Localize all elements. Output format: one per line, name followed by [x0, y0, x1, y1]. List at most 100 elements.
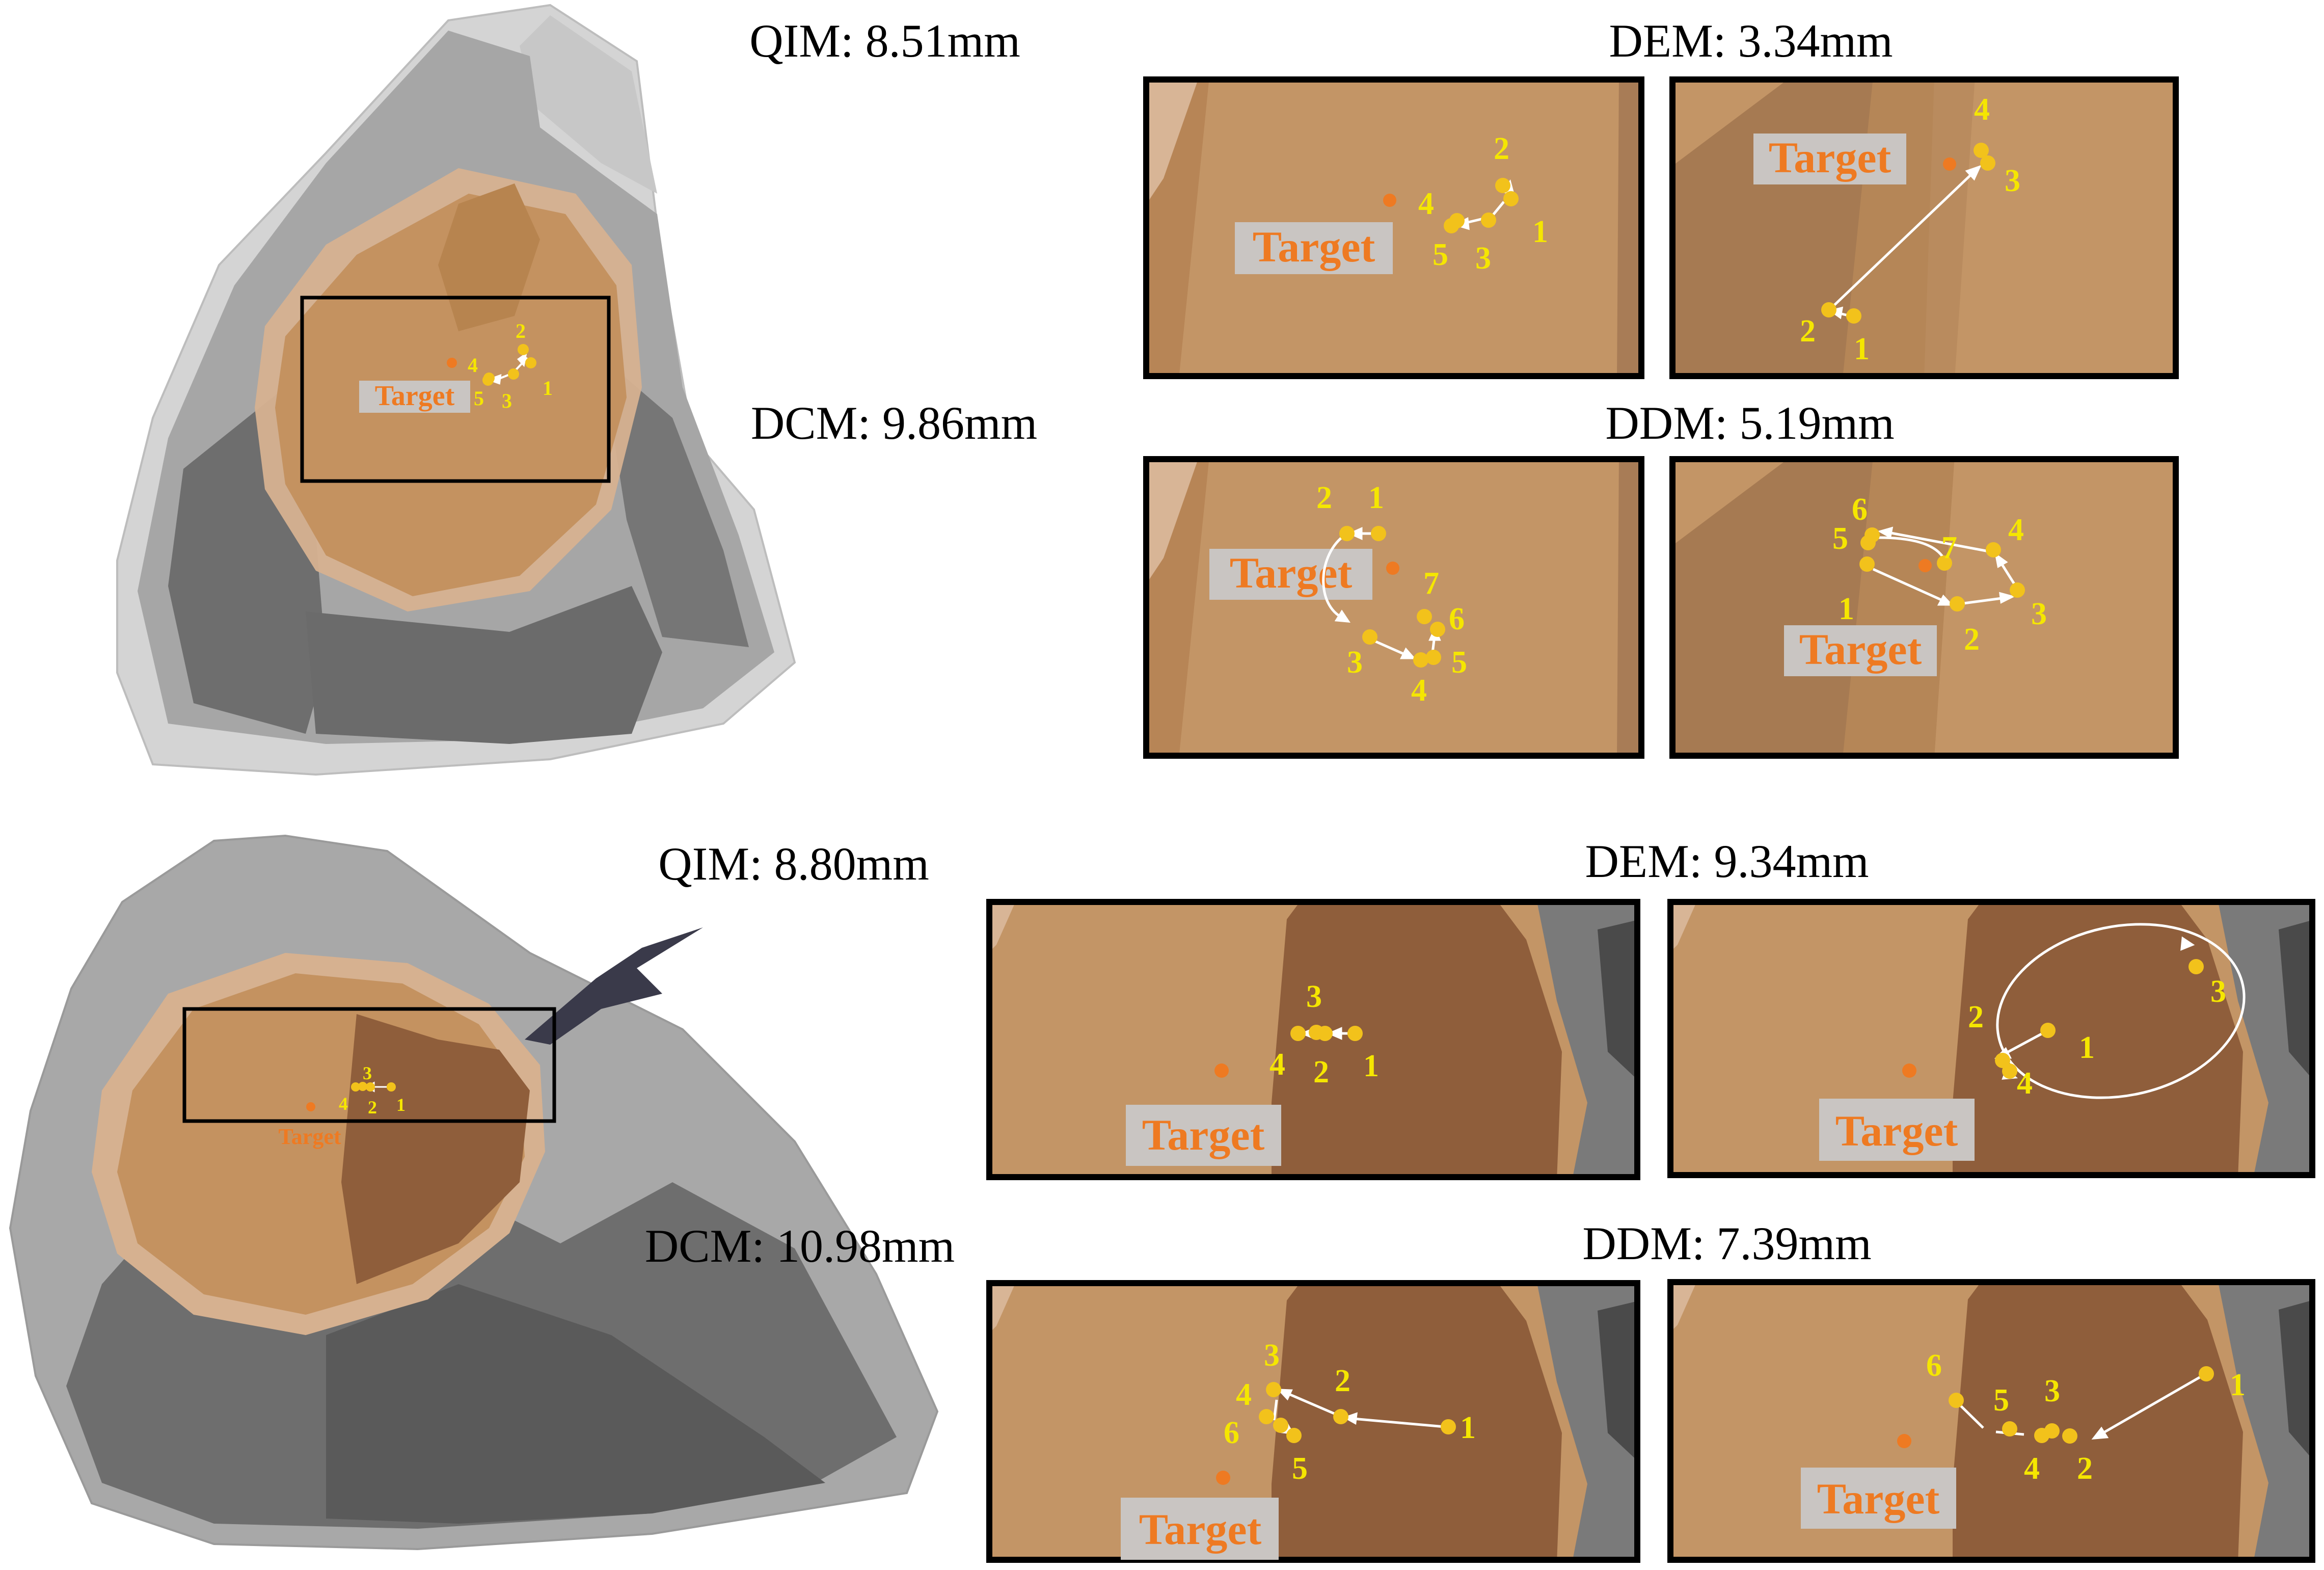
point-number: 4 [2017, 1066, 2033, 1101]
caption-bottom-ddm: DDM: 7.39mm [1582, 1217, 1872, 1269]
point-number: 4 [468, 354, 478, 377]
point-numbers: 1 2 3 4 [1968, 974, 2226, 1101]
point-number: 3 [1264, 1338, 1280, 1373]
point-numbers: 1 2 3 4 [1800, 92, 2020, 366]
point-1 [2040, 1023, 2056, 1038]
point-number: 4 [2008, 513, 2024, 547]
point-number: 3 [2005, 164, 2020, 198]
panel-bottom-qim: Target 1 2 3 4 [986, 899, 1640, 1180]
point-number: 1 [2230, 1368, 2246, 1402]
trajectory-loop [1996, 923, 2246, 1099]
trajectory-points [1949, 1366, 2214, 1444]
caption-top-dem: DEM: 3.34mm [1609, 15, 1893, 67]
point-number: 4 [1236, 1377, 1252, 1412]
trajectory-arrows [1994, 923, 2246, 1099]
tissue-right [1934, 76, 2179, 379]
shell-dark-right [601, 357, 749, 647]
point-5 [2002, 1421, 2017, 1436]
target-label-box [1753, 134, 1906, 184]
caption-bottom-dem: DEM: 9.34mm [1585, 835, 1869, 887]
shell-darker [326, 1284, 825, 1524]
point-number: 1 [1460, 1411, 1476, 1445]
point-number: 2 [1964, 622, 1980, 657]
target-label-box [1126, 1105, 1281, 1166]
target-label-box [1235, 222, 1393, 274]
trajectory-points [1259, 1382, 1456, 1443]
point-5 [1286, 1428, 1302, 1443]
trajectory-points [1290, 1025, 1363, 1041]
tissue-dark [1953, 1279, 2243, 1563]
point-number: 1 [1532, 215, 1548, 249]
target-label: Target [1230, 548, 1353, 597]
panel-top-dem: Target 1 2 3 4 [1669, 76, 2179, 379]
target-label: Target [278, 1124, 341, 1149]
tissue-shade [1924, 76, 1975, 379]
point-number: 3 [2031, 597, 2047, 631]
point-5 [482, 375, 494, 386]
point-numbers: 1 2 3 4 5 6 [1224, 1338, 1476, 1486]
caption-bottom-dcm: DCM: 10.98mm [644, 1220, 955, 1272]
point-number: 5 [1832, 521, 1848, 556]
point-number: 1 [1839, 592, 1854, 626]
point-number: 1 [1363, 1049, 1379, 1083]
point-4 [1413, 652, 1428, 668]
point-numbers: 1 2 3 4 [1269, 979, 1379, 1089]
tissue-pale [1667, 1279, 1698, 1335]
point-number: 4 [2024, 1451, 2040, 1486]
shell-dark [1598, 919, 1640, 1082]
trajectory-arrows [1827, 165, 1982, 320]
point-2 [1821, 302, 1836, 317]
shell-light-top [520, 15, 657, 194]
shell-dark [2279, 919, 2315, 1082]
target-dot [1383, 194, 1396, 207]
point-numbers: 1 2 3 4 5 6 [1926, 1348, 2246, 1486]
panel-frame [1669, 456, 2179, 759]
point-4 [2002, 1063, 2017, 1079]
point-1 [525, 357, 536, 368]
point-number: 5 [474, 387, 484, 410]
point-number: 4 [1411, 673, 1427, 708]
target-label-box [1784, 625, 1937, 676]
point-number: 1 [1854, 332, 1870, 366]
caption-bottom-qim: QIM: 8.80mm [658, 838, 929, 890]
panel-frame [1143, 456, 1644, 759]
point-4 [1259, 1409, 1274, 1424]
target-dot [1897, 1434, 1911, 1448]
target-label-box [1209, 549, 1372, 600]
point-number: 3 [1306, 979, 1322, 1014]
tissue-dark [1272, 1280, 1562, 1563]
point-3 [1481, 212, 1496, 228]
point-number: 5 [1433, 237, 1448, 272]
point-1 [2199, 1366, 2214, 1381]
point-2 [366, 1082, 375, 1092]
tissue-pale [1143, 76, 1199, 209]
point-4 [1986, 542, 2001, 557]
point-number: 1 [543, 377, 553, 400]
point-number: 2 [1494, 131, 1509, 166]
point-2 [2062, 1428, 2077, 1444]
target-dot [1386, 562, 1399, 575]
shell-dark [2279, 1299, 2315, 1462]
point-number: 4 [1418, 187, 1434, 221]
point-number: 3 [2210, 974, 2226, 1009]
point-1 [1371, 526, 1386, 541]
point-3 [2188, 959, 2204, 974]
point-6 [1430, 622, 1445, 637]
point-3 [2010, 582, 2025, 598]
tissue-shade [1617, 456, 1644, 759]
point-2 [518, 344, 529, 355]
shell-dark [1598, 1300, 1640, 1463]
target-dot [306, 1102, 315, 1111]
point-4 [1974, 143, 1989, 158]
point-number: 2 [516, 320, 526, 342]
point-3 [1980, 155, 1995, 171]
panel-frame [1667, 1279, 2315, 1563]
point-number: 3 [363, 1063, 372, 1083]
panel-bottom-dcm: Target 1 2 3 4 5 6 [986, 1280, 1640, 1563]
panel-bottom-ddm: Target 1 2 3 4 5 6 [1667, 1279, 2315, 1563]
point-number: 2 [2077, 1451, 2093, 1486]
panel-frame [1669, 76, 2179, 379]
point-5 [1444, 218, 1459, 233]
point-number: 5 [1993, 1383, 2009, 1418]
